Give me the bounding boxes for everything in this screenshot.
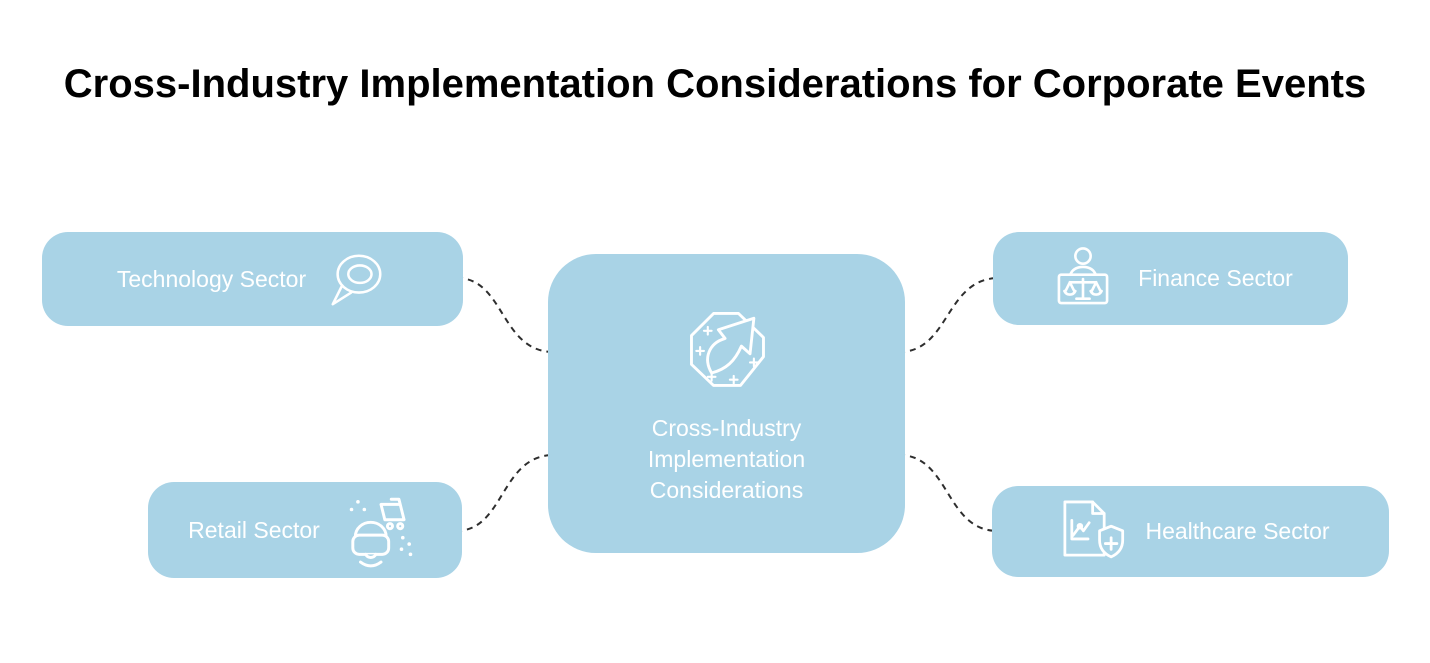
speech-bubble-icon: [331, 254, 382, 306]
growth-arrow-badge-icon: [689, 311, 765, 387]
connector-center-healthcare: [898, 454, 999, 532]
center-node-label: Cross-Industry Implementation Considerat…: [647, 414, 806, 504]
connector-technology-center: [456, 277, 555, 353]
node-healthcare-sector: Healthcare Sector: [992, 486, 1389, 577]
node-label: Finance Sector: [1138, 265, 1293, 291]
connector-retail-center: [455, 454, 555, 532]
node-label: Technology Sector: [116, 265, 307, 292]
node-technology-sector: Technology Sector: [42, 232, 463, 326]
connector-center-finance: [898, 277, 1000, 353]
vr-headset-shopping-cart-icon: [349, 497, 413, 568]
node-label: Retail Sector: [188, 516, 320, 543]
person-balance-scale-icon: [1057, 246, 1109, 304]
node-label: Healthcare Sector: [1145, 518, 1330, 544]
medical-report-shield-icon: [1063, 500, 1125, 558]
center-node: Cross-Industry Implementation Considerat…: [548, 254, 905, 553]
diagram-title: Cross-Industry Implementation Considerat…: [63, 62, 1367, 106]
node-retail-sector: Retail Sector: [148, 482, 462, 578]
node-finance-sector: Finance Sector: [993, 232, 1348, 325]
